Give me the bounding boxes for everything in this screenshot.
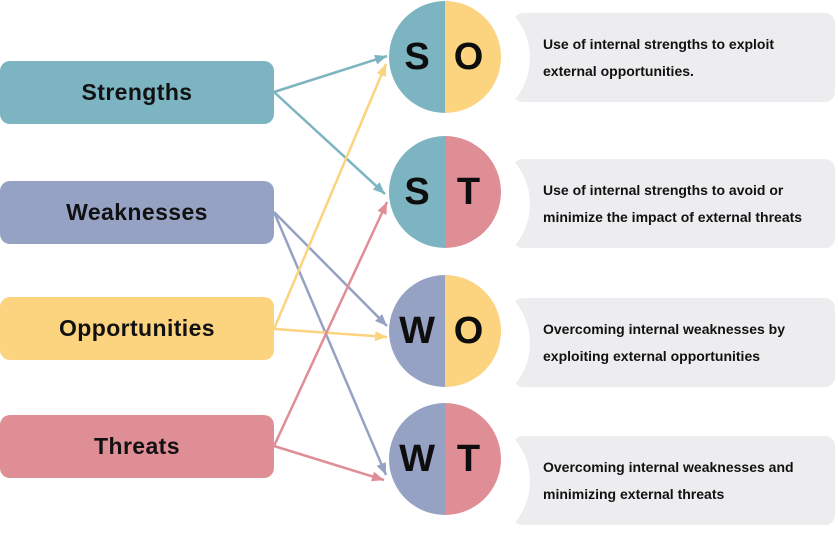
- arrow-strengths-to-st: [273, 91, 386, 195]
- description-panel-st: Use of internal strengths to avoid or mi…: [513, 159, 835, 248]
- strategy-so-letter-s: S: [404, 35, 430, 78]
- description-wt-line-1: Overcoming internal weaknesses and: [543, 458, 794, 475]
- factor-box-weaknesses: Weaknesses: [0, 181, 274, 244]
- strategy-wo-letter-o: O: [453, 309, 484, 352]
- arrow-threats-to-wt: [273, 444, 385, 482]
- strategy-circle-st: S T: [389, 136, 501, 248]
- description-so-line-2: external opportunities.: [543, 62, 694, 79]
- strategy-so-letter-o: O: [453, 35, 484, 78]
- description-panel-wo: Overcoming internal weaknesses by exploi…: [513, 298, 835, 387]
- description-st-line-1: Use of internal strengths to avoid or: [543, 181, 784, 198]
- description-panel-wt: Overcoming internal weaknesses and minim…: [513, 436, 835, 525]
- strategy-wt-letter-w: W: [399, 437, 435, 480]
- strategy-wt-letter-t: T: [456, 437, 481, 480]
- description-so-line-1: Use of internal strengths to exploit: [543, 35, 775, 52]
- strategy-wo-letter-w: W: [399, 309, 435, 352]
- description-wo-line-2: exploiting external opportunities: [543, 347, 761, 364]
- arrow-threats-to-st: [272, 201, 389, 447]
- strategy-circle-wo: W O: [389, 275, 501, 387]
- factor-box-strengths: Strengths: [0, 61, 274, 124]
- factor-label-strengths: Strengths: [81, 79, 193, 105]
- arrow-opportunities-to-wo: [273, 327, 388, 342]
- factor-label-weaknesses: Weaknesses: [66, 199, 208, 225]
- factor-label-threats: Threats: [94, 433, 180, 459]
- arrow-weaknesses-to-wo: [273, 211, 388, 327]
- strategy-st-letter-t: T: [456, 170, 481, 213]
- description-st-line-2: minimize the impact of external threats: [543, 208, 803, 225]
- factor-box-opportunities: Opportunities: [0, 297, 274, 360]
- strategy-circle-so: S O: [389, 1, 501, 113]
- description-wo-line-1: Overcoming internal weaknesses by: [543, 320, 785, 337]
- strategy-st-letter-s: S: [404, 170, 430, 213]
- arrow-strengths-to-so: [273, 54, 388, 94]
- factor-label-opportunities: Opportunities: [59, 315, 215, 341]
- factor-box-threats: Threats: [0, 415, 274, 478]
- arrow-weaknesses-to-wt: [272, 211, 388, 476]
- arrow-opportunities-to-so: [272, 63, 388, 330]
- description-wt-line-2: minimizing external threats: [543, 485, 725, 502]
- strategy-circle-wt: W T: [389, 403, 501, 515]
- description-panel-so: Use of internal strengths to exploit ext…: [513, 13, 835, 102]
